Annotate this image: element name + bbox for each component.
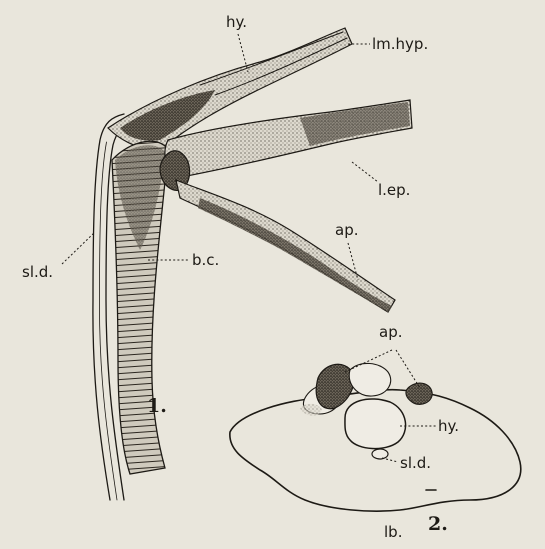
label-sl-d: sl.d. — [22, 263, 53, 281]
label-lm-hyp: lm.hyp. — [372, 35, 428, 53]
panel-number-2: 2. — [428, 513, 448, 535]
label-ap-2: ap. — [379, 323, 402, 341]
label-ap: ap. — [335, 221, 358, 239]
anterior-process-section — [316, 364, 354, 408]
label-hy: hy. — [226, 13, 247, 31]
figure-2-drawing — [230, 363, 521, 511]
hypophysis-section — [345, 399, 406, 449]
label-sl-d-2: sl.d. — [400, 454, 431, 472]
label-b-c: b.c. — [192, 251, 219, 269]
slender-duct-section — [372, 449, 388, 459]
label-hy-2: hy. — [438, 417, 459, 435]
panel-number-1: 1. — [147, 395, 167, 417]
label-l-ep: l.ep. — [378, 181, 410, 199]
label-lb: lb. — [384, 523, 402, 541]
